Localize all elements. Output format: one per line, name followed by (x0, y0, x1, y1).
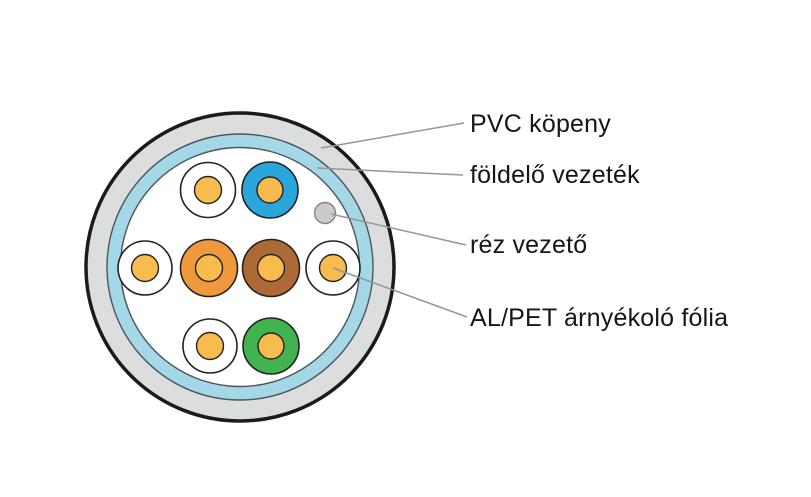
label-alpet-foil: AL/PET árnyékoló fólia (470, 304, 729, 332)
label-pvc-jacket: PVC köpeny (470, 110, 611, 138)
wire-green-copper (257, 332, 285, 360)
leader-line-copper-conductor (330, 213, 467, 246)
wire-white-4-copper (195, 331, 225, 361)
wire-blue-copper (256, 176, 284, 204)
wire-white-1-copper (193, 175, 223, 205)
label-copper-conductor: réz vezető (470, 231, 588, 259)
wire-brown-copper (256, 253, 286, 283)
leader-line-alpet-foil (332, 267, 468, 318)
label-ground-wire: földelő vezeték (470, 161, 640, 189)
wire-white-2-copper (130, 253, 160, 283)
leader-line-pvc-jacket (320, 122, 465, 149)
wire-orange-copper (194, 253, 224, 283)
ground-drain-wire (313, 201, 337, 225)
leader-line-ground-wire (316, 167, 464, 176)
